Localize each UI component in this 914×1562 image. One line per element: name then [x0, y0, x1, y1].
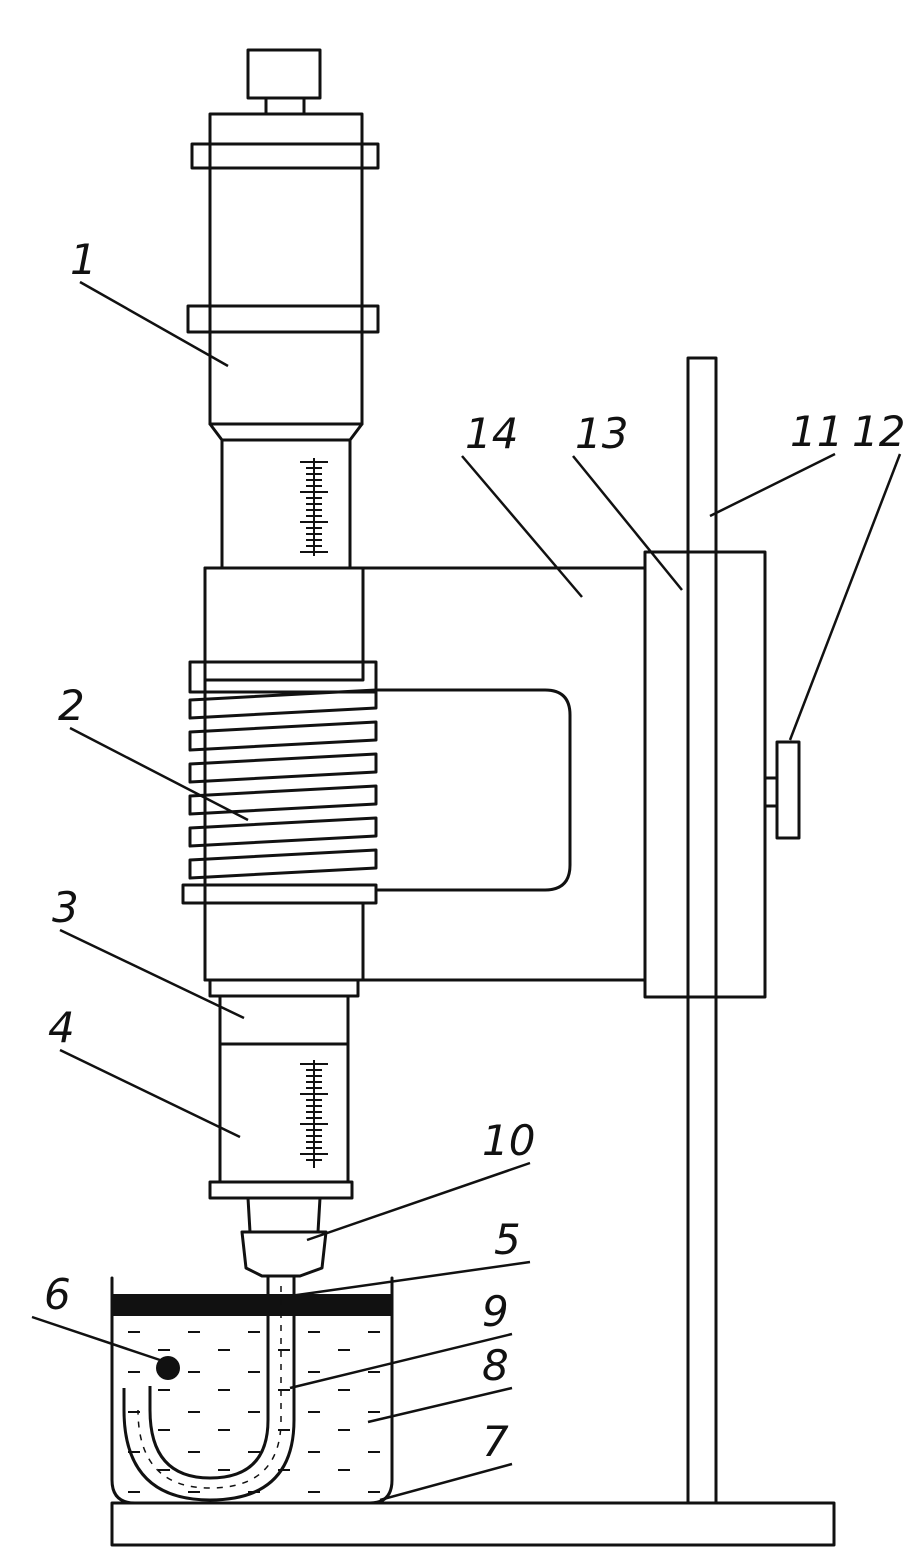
- leader-lines: [31, 280, 902, 1502]
- label-2: 2: [58, 681, 85, 730]
- top-knob: [246, 48, 322, 116]
- spring-coil: [188, 784, 378, 816]
- label-5: 5: [494, 1215, 521, 1264]
- bubble: [156, 1356, 180, 1380]
- spring-coil: [188, 752, 378, 784]
- label-11: 11: [790, 407, 843, 456]
- spring-coil: [188, 688, 378, 720]
- spring-coil: [188, 816, 378, 848]
- upper-scale-barrel: [220, 438, 352, 570]
- label-1: 1: [70, 235, 97, 284]
- upper-micrometer-body: [186, 112, 380, 442]
- beaker: [110, 1276, 394, 1505]
- spring-coil: [188, 720, 378, 752]
- label-9: 9: [482, 1287, 509, 1336]
- label-3: 3: [52, 883, 79, 932]
- label-8: 8: [482, 1341, 509, 1390]
- label-13: 13: [575, 409, 628, 458]
- nozzle: [240, 1196, 328, 1278]
- spring-assembly: [181, 566, 378, 982]
- label-7: 7: [482, 1417, 509, 1466]
- spring-coil: [188, 848, 378, 880]
- lower-scale-barrel: [208, 1042, 354, 1200]
- capillary-tube: [122, 1276, 296, 1502]
- label-14: 14: [465, 409, 518, 458]
- label-10: 10: [482, 1116, 535, 1165]
- base-plate: [110, 1501, 836, 1547]
- part-labels: 1 2 3 4 5 6 7 8 9 10 11 12 13 14: [44, 235, 905, 1466]
- frame-arm: [203, 566, 647, 982]
- clamp-block: [643, 550, 767, 999]
- label-4: 4: [48, 1003, 75, 1052]
- label-12: 12: [852, 407, 905, 456]
- stand-rod: [686, 356, 718, 1505]
- label-6: 6: [44, 1270, 71, 1319]
- clamp-screw: [763, 740, 801, 840]
